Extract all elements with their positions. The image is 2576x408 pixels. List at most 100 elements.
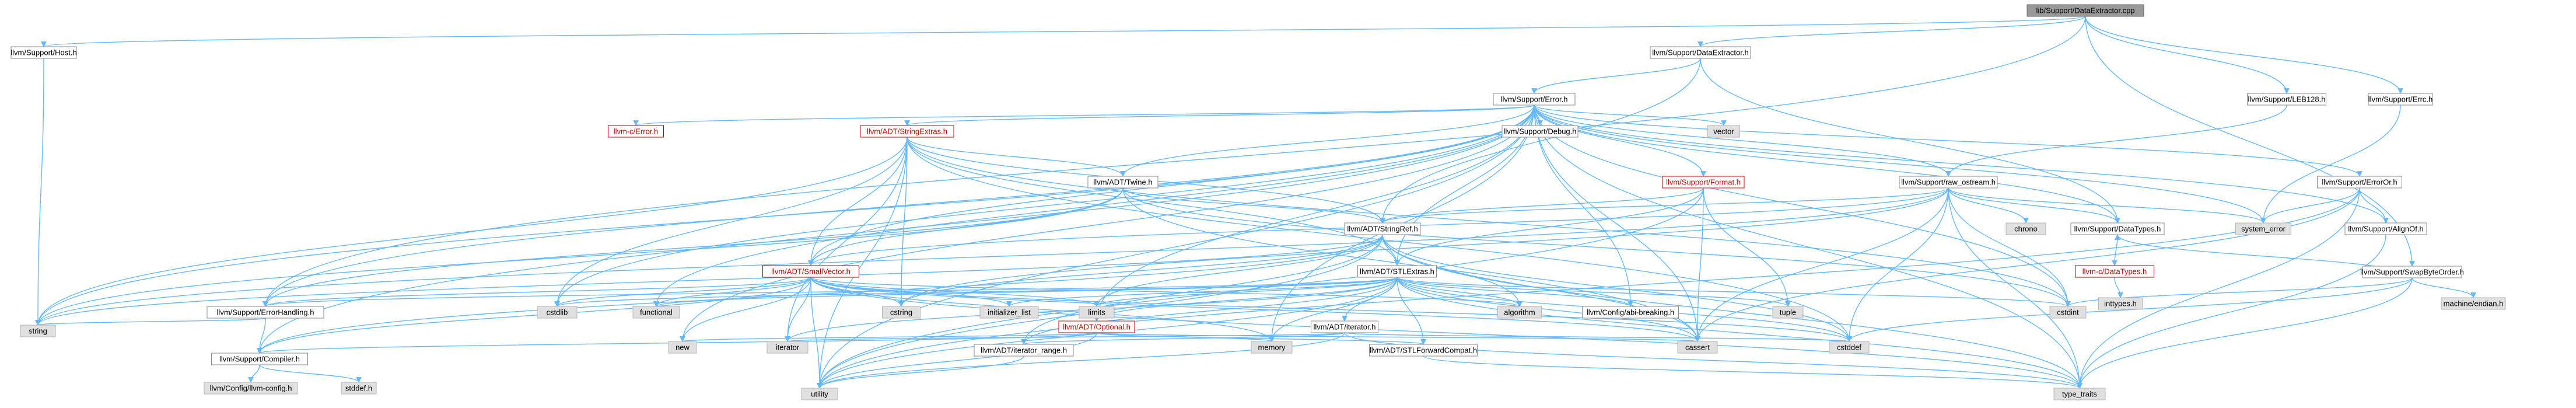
node-box xyxy=(2070,222,2165,235)
node-box xyxy=(2362,266,2462,278)
node-vector[interactable]: vector xyxy=(1707,125,1740,138)
node-host[interactable]: llvm/Support/Host.h xyxy=(10,46,77,59)
node-label: llvm-c/Error.h xyxy=(614,127,659,136)
node-label: llvm/Support/DataTypes.h xyxy=(2074,225,2161,233)
edge-error-to-compiler xyxy=(257,104,1535,354)
edge-root-to-host xyxy=(41,16,2086,47)
edge-stringref-to-string xyxy=(35,234,1383,326)
node-box xyxy=(882,306,921,319)
edge-rawos-to-chrono xyxy=(1948,187,2029,224)
node-cerror[interactable]: llvm-c/Error.h xyxy=(608,125,664,138)
node-label: llvm/ADT/iterator.h xyxy=(1314,323,1376,332)
node-utility[interactable]: utility xyxy=(801,388,838,400)
node-box xyxy=(1369,344,1478,357)
node-typetraits[interactable]: type_traits xyxy=(2053,388,2106,400)
node-rawos[interactable]: llvm/Support/raw_ostream.h xyxy=(1899,176,1998,189)
node-tuple[interactable]: tuple xyxy=(1772,306,1804,319)
edge-error-to-new xyxy=(680,104,1535,342)
node-box xyxy=(632,306,680,319)
node-error[interactable]: llvm/Support/Error.h xyxy=(1493,93,1576,106)
edge-error-to-string xyxy=(35,104,1535,326)
node-stlextras[interactable]: llvm/ADT/STLExtras.h xyxy=(1357,265,1437,278)
node-strext[interactable]: llvm/ADT/StringExtras.h xyxy=(860,125,954,138)
node-iterator[interactable]: iterator xyxy=(766,341,808,354)
node-cstdlib[interactable]: cstdlib xyxy=(537,306,578,319)
node-iteratorh[interactable]: llvm/ADT/iterator.h xyxy=(1311,320,1378,333)
edge-error-to-cstdint xyxy=(1534,104,2071,307)
node-label: llvm/ADT/StringExtras.h xyxy=(867,127,947,136)
node-stlfwd[interactable]: llvm/ADT/STLForwardCompat.h xyxy=(1369,344,1478,357)
node-limits[interactable]: limits xyxy=(1079,306,1115,319)
edge-stlextras-to-algorithm xyxy=(1396,277,1522,307)
node-box xyxy=(2049,306,2087,319)
node-cassert[interactable]: cassert xyxy=(1677,341,1718,354)
node-box xyxy=(2441,297,2506,310)
edge-cdatatypes-to-inttypes xyxy=(2114,277,2123,298)
edge-stlextras-to-initlist xyxy=(1006,277,1398,307)
node-compiler[interactable]: llvm/Support/Compiler.h xyxy=(211,353,308,365)
edge-stringref-to-typetraits xyxy=(1382,234,2082,389)
node-memory[interactable]: memory xyxy=(1251,341,1293,354)
edge-optional-to-cassert xyxy=(1096,332,1700,342)
node-initlist[interactable]: initializer_list xyxy=(979,306,1039,319)
node-label: utility xyxy=(811,390,828,399)
node-box xyxy=(1650,46,1751,59)
edge-errhandling-to-compiler xyxy=(257,318,266,354)
edge-twine-to-string xyxy=(35,187,1124,326)
node-cstddef[interactable]: cstddef xyxy=(1829,341,1870,354)
node-label: llvm/Support/Errc.h xyxy=(2368,95,2433,104)
node-datatypes[interactable]: llvm/Support/DataTypes.h xyxy=(2070,222,2165,235)
node-box xyxy=(1058,320,1135,333)
node-format[interactable]: llvm/Support/Format.h xyxy=(1662,176,1745,189)
node-errhandling[interactable]: llvm/Support/ErrorHandling.h xyxy=(206,306,324,319)
node-syserr[interactable]: system_error xyxy=(2235,222,2291,235)
node-string[interactable]: string xyxy=(20,325,56,337)
node-box xyxy=(211,353,308,365)
node-alignof[interactable]: llvm/Support/AlignOf.h xyxy=(2344,222,2427,235)
node-errc[interactable]: llvm/Support/Errc.h xyxy=(2368,93,2433,106)
edge-stlfwd-to-typetraits xyxy=(1423,355,2082,389)
node-box xyxy=(1707,125,1740,138)
edge-rawos-to-cstdint xyxy=(1948,187,2071,307)
node-algorithm[interactable]: algorithm xyxy=(1497,306,1542,319)
edge-error-to-vector xyxy=(1534,104,1727,126)
node-erroror[interactable]: llvm/Support/ErrorOr.h xyxy=(2317,176,2402,189)
node-optional[interactable]: llvm/ADT/Optional.h xyxy=(1058,320,1135,333)
edge-stlextras-to-functional xyxy=(653,277,1398,307)
node-iterrange[interactable]: llvm/ADT/iterator_range.h xyxy=(974,344,1074,357)
node-functional[interactable]: functional xyxy=(632,306,680,319)
node-chrono[interactable]: chrono xyxy=(2006,222,2046,235)
node-cstring[interactable]: cstring xyxy=(882,306,921,319)
node-cstdint[interactable]: cstdint xyxy=(2049,306,2087,319)
node-label: functional xyxy=(640,308,673,317)
edge-error-to-cstdlib xyxy=(554,104,1535,307)
edge-swap-to-machendian xyxy=(2412,277,2476,298)
node-abibreak[interactable]: llvm/Config/abi-breaking.h xyxy=(1582,306,1679,319)
node-machendian[interactable]: machine/endian.h xyxy=(2441,297,2506,310)
node-box xyxy=(2098,297,2143,310)
node-stringref[interactable]: llvm/ADT/StringRef.h xyxy=(1344,222,1421,235)
node-new[interactable]: new xyxy=(668,341,697,354)
node-box xyxy=(1582,306,1679,319)
node-box xyxy=(1344,222,1421,235)
node-box xyxy=(1493,93,1576,106)
node-label: llvm/Support/DataExtractor.h xyxy=(1652,48,1748,57)
node-swap[interactable]: llvm/Support/SwapByteOrder.h xyxy=(2360,266,2464,278)
node-inttypes[interactable]: inttypes.h xyxy=(2098,297,2143,310)
edge-stlextras-to-typetraits xyxy=(1396,277,2082,389)
node-debug[interactable]: llvm/Support/Debug.h xyxy=(1502,125,1578,138)
node-llvmconfig[interactable]: llvm/Config/llvm-config.h xyxy=(204,382,298,395)
node-label: llvm/Support/ErrorOr.h xyxy=(2322,178,2397,187)
node-label: machine/endian.h xyxy=(2444,299,2504,308)
node-label: lib/Support/DataExtractor.cpp xyxy=(2036,6,2134,15)
edge-error-to-alignof xyxy=(1534,104,2389,224)
node-cdatatypes[interactable]: llvm-c/DataTypes.h xyxy=(2075,265,2154,278)
node-leb[interactable]: llvm/Support/LEB128.h xyxy=(2247,93,2326,106)
node-twine[interactable]: llvm/ADT/Twine.h xyxy=(1087,176,1158,189)
node-dataext[interactable]: llvm/Support/DataExtractor.h xyxy=(1650,46,1751,59)
node-stddef[interactable]: stddef.h xyxy=(341,382,377,395)
node-smallvec[interactable]: llvm/ADT/SmallVector.h xyxy=(762,265,859,278)
node-root[interactable]: lib/Support/DataExtractor.cpp xyxy=(2027,4,2144,17)
node-label: algorithm xyxy=(1504,308,1535,317)
